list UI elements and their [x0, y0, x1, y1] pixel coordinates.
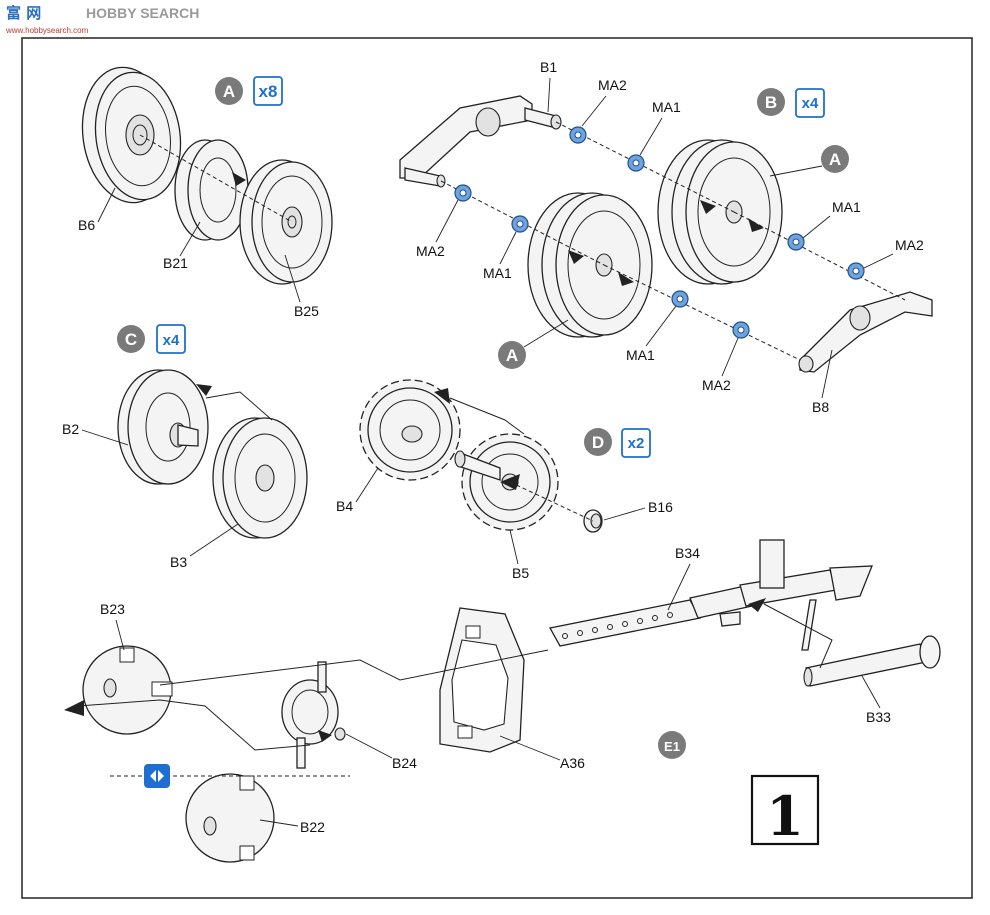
assembly-arrow — [232, 172, 246, 186]
part-label-ma1: MA1 — [483, 265, 512, 281]
subassembly-letter: B — [765, 93, 777, 112]
tyre-b21 — [174, 139, 249, 241]
subassembly-letter: A — [223, 82, 235, 101]
quantity-badge: x4 — [163, 332, 180, 349]
part-label-ma1: MA1 — [832, 199, 861, 215]
assembly-arrow — [748, 598, 766, 612]
alternative-option-icon — [144, 764, 170, 788]
part-label-ma2: MA2 — [416, 243, 445, 259]
wheel-b25 — [239, 159, 333, 285]
mantlet-b23 — [82, 645, 173, 735]
part-label-b23: B23 — [100, 601, 125, 617]
part-label-b1: B1 — [540, 59, 557, 75]
watermark: 富 网 HOBBY SEARCH www.hobbysearch.com — [5, 4, 199, 35]
part-label-b5: B5 — [512, 565, 529, 581]
subassembly-c-label: C x4 — [117, 324, 186, 354]
part-label-b34: B34 — [675, 545, 700, 561]
part-label-ma1: MA1 — [652, 99, 681, 115]
step-number: 1 — [766, 784, 804, 848]
washer-icon — [511, 215, 529, 233]
mantlet-frame-a36 — [439, 607, 525, 753]
assembly-arrow — [568, 250, 584, 264]
part-label-b4: B4 — [336, 498, 353, 514]
wheel-b6 — [81, 66, 182, 204]
washer-icon — [732, 321, 750, 339]
part-label-b16: B16 — [648, 499, 673, 515]
barrel-b33 — [803, 635, 941, 687]
wheel-b3 — [212, 417, 308, 539]
part-label-b6: B6 — [78, 217, 95, 233]
subassembly-ref-a: A — [769, 145, 849, 177]
washer-icon — [569, 126, 587, 144]
subassembly-ref-letter: A — [829, 150, 841, 169]
part-label-b33: B33 — [866, 709, 891, 725]
road-wheel-lower — [527, 192, 653, 338]
assembly-arrow — [196, 384, 212, 396]
part-label-b22: B22 — [300, 819, 325, 835]
washer-icon — [787, 233, 805, 251]
washer-icon — [454, 184, 472, 202]
subassembly-letter: C — [125, 330, 137, 349]
part-label-ma2: MA2 — [598, 77, 627, 93]
washer-icon — [627, 154, 645, 172]
watermark-logo: 富 网 — [6, 4, 41, 22]
washer-icon — [847, 262, 865, 280]
assembly-arrow — [318, 730, 332, 742]
axle-arm-b1 — [399, 95, 562, 188]
machine-gun-b34 — [548, 539, 873, 651]
quantity-badge: x8 — [259, 82, 278, 101]
assembly-arrow — [748, 218, 764, 232]
subassembly-d-label: D x2 — [584, 428, 651, 458]
watermark-url: www.hobbysearch.com — [5, 26, 89, 35]
sprocket-b4 — [359, 379, 461, 481]
subassembly-a-label: A x8 — [215, 76, 283, 106]
subassembly-ref-e1: E1 — [658, 731, 686, 759]
part-label-b21: B21 — [163, 255, 188, 271]
watermark-brand: HOBBY SEARCH — [86, 5, 199, 21]
part-label-ma2: MA2 — [702, 377, 731, 393]
gun-ring-b24 — [281, 661, 346, 769]
wheel-b2 — [117, 369, 209, 485]
assembly-arrow — [500, 474, 520, 490]
part-label-ma2: MA2 — [895, 237, 924, 253]
quantity-badge: x2 — [628, 435, 645, 452]
part-label-a36: A36 — [560, 755, 585, 771]
assembly-arrow — [700, 200, 716, 214]
assembly-arrow — [618, 272, 634, 286]
subassembly-letter: D — [592, 433, 604, 452]
part-label-b25: B25 — [294, 303, 319, 319]
quantity-badge: x4 — [802, 95, 819, 112]
part-label-ma1: MA1 — [626, 347, 655, 363]
subassembly-ref-a: A — [498, 319, 569, 369]
part-label-b24: B24 — [392, 755, 417, 771]
washer-icon — [671, 290, 689, 308]
page-frame — [21, 37, 973, 899]
assembly-arrow — [434, 388, 450, 404]
lever-b8 — [798, 291, 933, 373]
mantlet-b22 — [185, 773, 275, 863]
subassembly-ref-letter: A — [506, 346, 518, 365]
part-label-b3: B3 — [170, 554, 187, 570]
part-label-b2: B2 — [62, 421, 79, 437]
assembly-arrow — [64, 700, 84, 716]
subassembly-b-label: B x4 — [757, 88, 825, 118]
road-wheel-upper — [657, 139, 783, 285]
step-number-box: 1 — [750, 774, 820, 848]
part-label-b8: B8 — [812, 399, 829, 415]
subassembly-ref-letter: E1 — [664, 739, 680, 754]
